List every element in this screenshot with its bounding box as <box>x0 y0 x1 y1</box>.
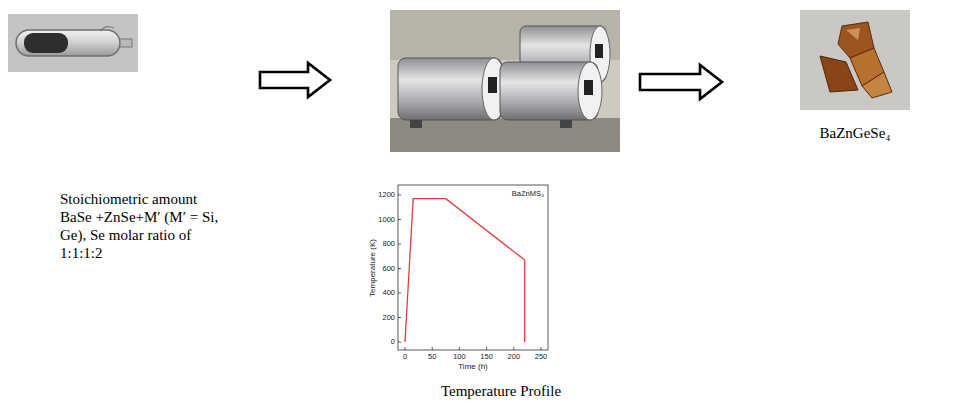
tick-label: 0 <box>391 338 395 346</box>
axis-title: Time (h) <box>458 363 487 372</box>
tick-label: 800 <box>382 240 395 248</box>
reactant-node: Stoichiometric amount BaSe +ZnSe+M′ (M′ … <box>8 12 230 287</box>
tick-label: 250 <box>535 353 548 361</box>
tick-label: 200 <box>508 353 521 361</box>
ampoule-photo <box>8 14 138 72</box>
tick-label: 100 <box>453 353 466 361</box>
product-node: BaZnGeSe₄ <box>790 8 920 148</box>
furnace-photo <box>390 10 620 152</box>
tick-label: 1200 <box>378 191 395 199</box>
tick-label: 600 <box>382 264 395 272</box>
tick-label: 0 <box>403 353 407 361</box>
tick-label: 150 <box>480 353 493 361</box>
axis-title: Temperature (K) <box>369 239 378 297</box>
temperature-chart <box>398 185 548 350</box>
caption-text: Temperature Profile <box>370 382 632 400</box>
block-arrow <box>260 63 330 97</box>
tick-label: 400 <box>382 289 395 297</box>
block-arrow <box>640 65 722 99</box>
tick-label: 1000 <box>378 215 395 223</box>
caption-text: Stoichiometric amount BaSe +ZnSe+M′ (M′ … <box>60 190 230 262</box>
tick-label: 50 <box>428 353 436 361</box>
caption-text: BaZnGeSe₄ <box>790 124 920 142</box>
crystal-photo <box>800 10 910 110</box>
series-label: BaZnMS₄ <box>512 190 544 198</box>
tick-label: 200 <box>382 313 395 321</box>
furnace-node: Temperature Profile <box>370 8 632 406</box>
